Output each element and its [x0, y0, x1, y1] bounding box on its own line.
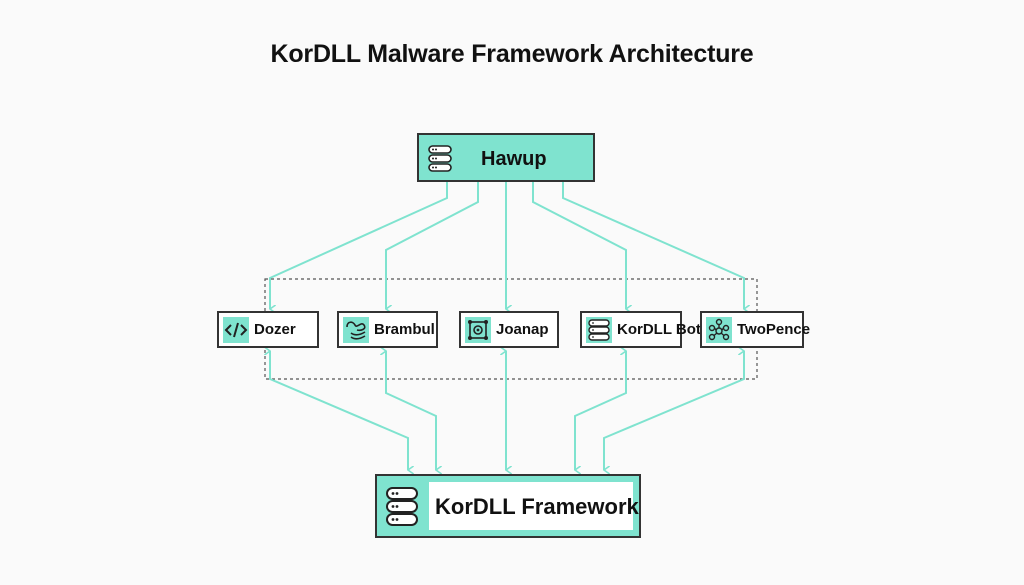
connector-kordllbot-framework	[574, 351, 627, 470]
diagram-title: KorDLL Malware Framework Architecture	[270, 40, 754, 68]
module-twopence[interactable]: TwoPence	[700, 311, 810, 348]
module-label: Joanap	[496, 321, 549, 338]
module-label: Dozer	[254, 321, 296, 338]
framework-label-panel: KorDLL Framework	[429, 482, 639, 530]
connector-hawup-kordllbot	[532, 182, 626, 309]
server-icon	[586, 317, 612, 343]
database-icon	[428, 145, 452, 172]
worm-icon	[343, 317, 369, 343]
connector-hawup-dozer	[269, 182, 448, 309]
module-kordll-bot[interactable]: KorDLL Bot	[580, 311, 701, 348]
connector-hawup-twopence	[562, 182, 744, 309]
connector-brambul-framework	[386, 351, 436, 470]
connector-hawup-brambul	[385, 182, 479, 309]
database-icon	[386, 487, 418, 526]
kordll-framework-node[interactable]: KorDLL Framework	[375, 474, 641, 538]
scan-target-icon	[465, 317, 491, 343]
module-label: KorDLL Bot	[617, 321, 701, 338]
module-label: Brambul	[374, 321, 435, 338]
network-icon	[706, 317, 732, 343]
framework-label: KorDLL Framework	[435, 494, 639, 519]
connector-dozer-framework	[270, 351, 408, 470]
connector-twopence-framework	[603, 351, 745, 470]
hawup-label: Hawup	[481, 148, 547, 170]
module-brambul[interactable]: Brambul	[337, 311, 438, 348]
hawup-node[interactable]: Hawup	[417, 133, 595, 182]
module-joanap[interactable]: Joanap	[459, 311, 559, 348]
module-dozer[interactable]: Dozer	[217, 311, 319, 348]
module-label: TwoPence	[737, 321, 811, 338]
code-icon	[223, 317, 249, 343]
